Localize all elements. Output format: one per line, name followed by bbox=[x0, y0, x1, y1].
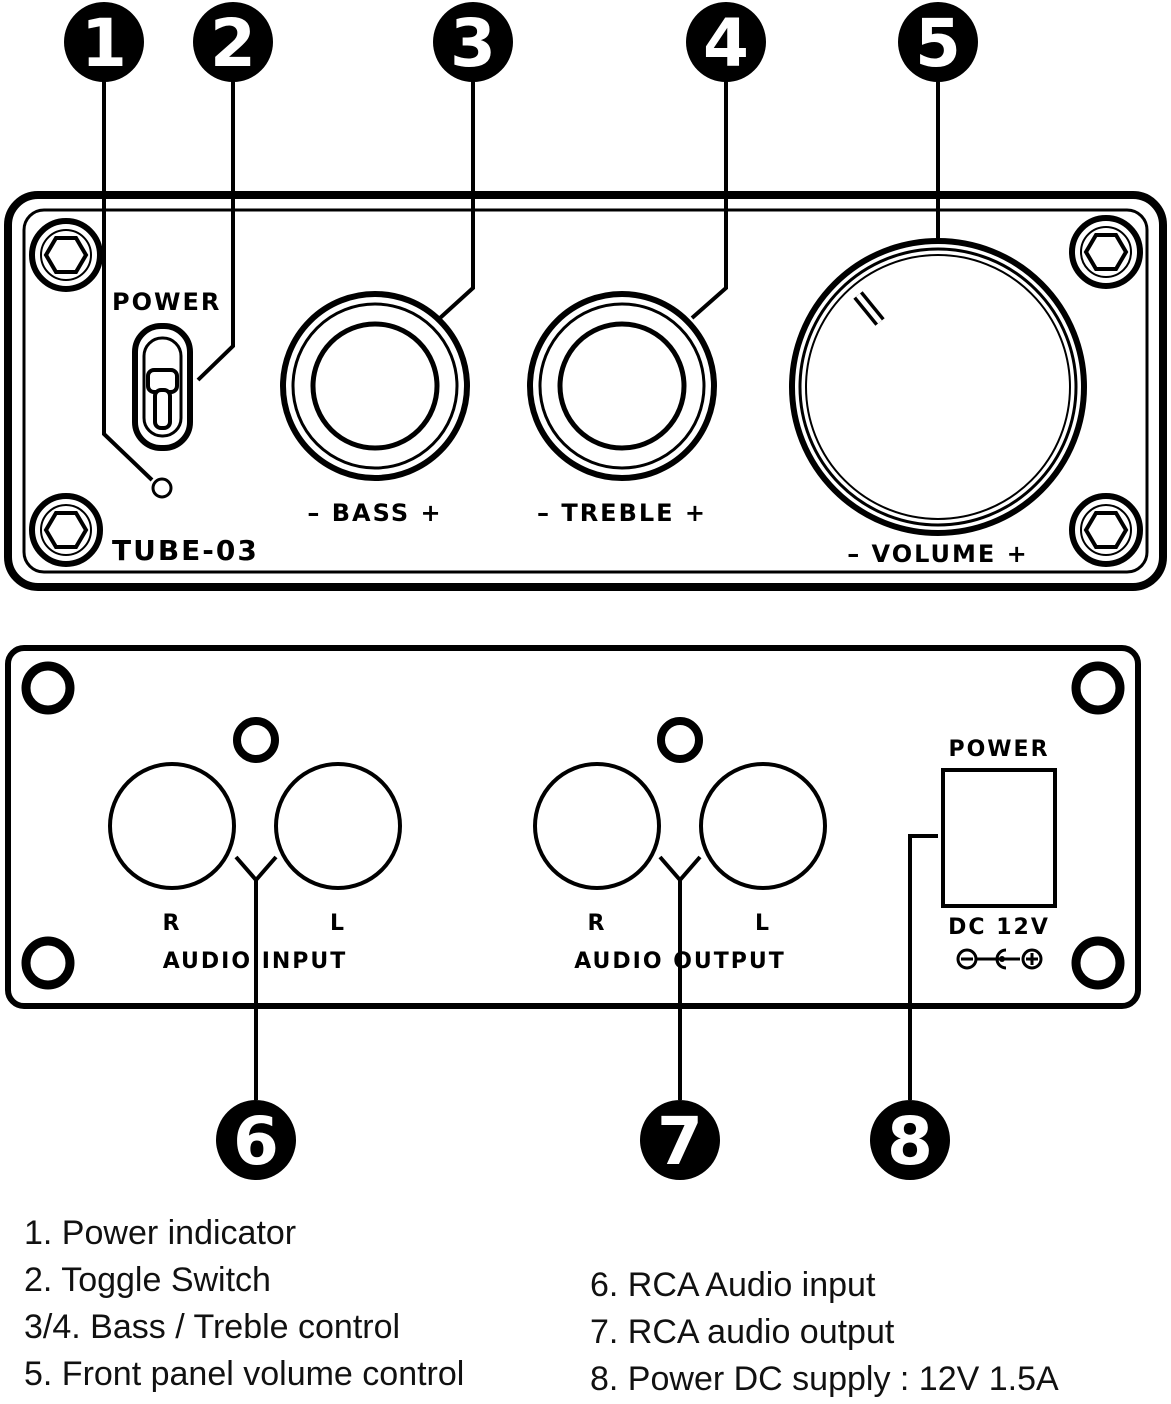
legend-item: 3/4. Bass / Treble control bbox=[24, 1308, 401, 1346]
callout-badge-6: 6 bbox=[216, 1100, 296, 1180]
legend-item: 7. RCA audio output bbox=[590, 1313, 895, 1351]
legend-item: 8. Power DC supply : 12V 1.5A bbox=[590, 1360, 1059, 1398]
screw-icon bbox=[233, 717, 279, 763]
svg-text:5: 5 bbox=[915, 5, 961, 82]
svg-text:3: 3 bbox=[450, 5, 496, 82]
legend-item: 6. RCA Audio input bbox=[590, 1266, 876, 1304]
svg-text:6: 6 bbox=[233, 1103, 279, 1180]
legend-item: 5. Front panel volume control bbox=[24, 1355, 465, 1393]
callout-badge-4: 4 bbox=[686, 2, 766, 82]
leader-lines bbox=[102, 70, 940, 1100]
rca-output-l-jack bbox=[699, 762, 827, 890]
volume-label: – VOLUME + bbox=[847, 540, 1029, 568]
screw-icon bbox=[1069, 493, 1143, 567]
screw-icon bbox=[1071, 936, 1125, 990]
svg-text:7: 7 bbox=[657, 1103, 703, 1180]
screw-icon bbox=[21, 661, 75, 715]
output-l-label: L bbox=[755, 911, 771, 936]
model-label: TUBE-03 bbox=[112, 534, 259, 567]
front-panel: POWER TUBE-03 – BASS + – TREBLE + bbox=[4, 191, 1167, 591]
svg-text:8: 8 bbox=[887, 1103, 933, 1180]
power-label: POWER bbox=[112, 288, 221, 316]
input-l-label: L bbox=[330, 911, 346, 936]
dc-polarity-icon bbox=[956, 948, 1043, 970]
output-r-label: R bbox=[588, 911, 607, 936]
callout-badge-3: 3 bbox=[433, 2, 513, 82]
treble-knob bbox=[527, 291, 717, 481]
toggle-switch bbox=[132, 323, 193, 451]
callout-badge-8: 8 bbox=[870, 1100, 950, 1180]
legend-item: 1. Power indicator bbox=[24, 1214, 297, 1252]
bass-label: – BASS + bbox=[307, 499, 442, 527]
rear-panel: R L AUDIO INPUT R L AUDIO OUTPUT POWER D… bbox=[5, 645, 1141, 1009]
callout-badge-5: 5 bbox=[898, 2, 978, 82]
svg-text:2: 2 bbox=[210, 5, 256, 82]
callout-badge-7: 7 bbox=[640, 1100, 720, 1180]
svg-text:4: 4 bbox=[703, 5, 749, 82]
treble-label: – TREBLE + bbox=[537, 499, 707, 527]
rca-input-r-jack bbox=[108, 762, 236, 890]
volume-knob bbox=[789, 238, 1087, 536]
rca-output-r-jack bbox=[533, 762, 661, 890]
screw-icon bbox=[29, 218, 103, 292]
power-indicator-led bbox=[151, 477, 173, 499]
callout-badge-1: 1 bbox=[64, 2, 144, 82]
bass-knob bbox=[280, 291, 470, 481]
screw-icon bbox=[657, 717, 703, 763]
callout-badge-2: 2 bbox=[193, 2, 273, 82]
svg-text:1: 1 bbox=[81, 5, 127, 82]
legend-right: 6. RCA Audio input 7. RCA audio output 8… bbox=[590, 1262, 1059, 1403]
screw-icon bbox=[29, 493, 103, 567]
dc-voltage-label: DC 12V bbox=[948, 915, 1050, 940]
power-switch bbox=[941, 768, 1057, 908]
rear-power-label: POWER bbox=[948, 737, 1049, 762]
screw-icon bbox=[1071, 661, 1125, 715]
screw-icon bbox=[21, 936, 75, 990]
input-r-label: R bbox=[163, 911, 182, 936]
rca-input-l-jack bbox=[274, 762, 402, 890]
screw-icon bbox=[1069, 215, 1143, 289]
amplifier-diagram: POWER TUBE-03 – BASS + – TREBLE + bbox=[4, 2, 1167, 1180]
legend-left: 1. Power indicator 2. Toggle Switch 3/4.… bbox=[24, 1210, 464, 1398]
legend-item: 2. Toggle Switch bbox=[24, 1261, 271, 1299]
